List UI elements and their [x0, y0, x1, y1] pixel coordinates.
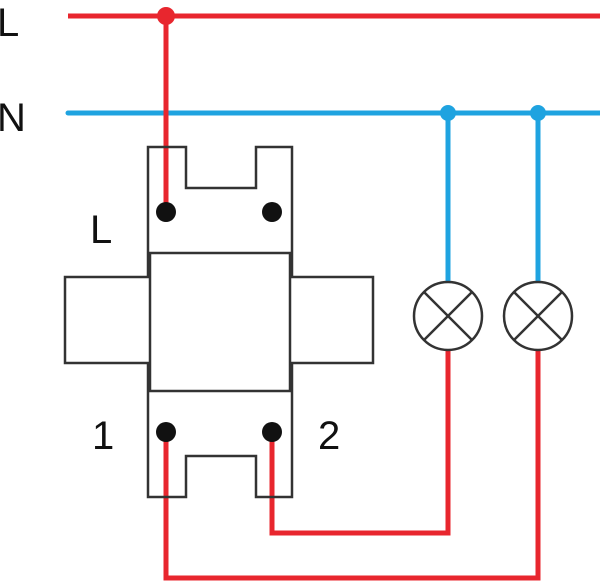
- terminal-l: [156, 202, 176, 222]
- terminal-unused: [262, 202, 282, 222]
- live-junction-dot: [157, 7, 175, 25]
- neutral-junction-dot-1: [440, 105, 456, 121]
- switch-rocker: [148, 251, 292, 393]
- switched-wire-2-to-lamp-1: [269, 350, 451, 536]
- switch-output-2-label: 2: [318, 414, 340, 458]
- neutral-wiring: [65, 110, 600, 286]
- terminal-2: [262, 422, 282, 442]
- switch-output-1-label: 1: [92, 414, 114, 458]
- terminal-1: [156, 422, 176, 442]
- live-wiring: [68, 13, 600, 581]
- lamp-2-icon: [502, 280, 574, 352]
- neutral-line-label: N: [0, 96, 26, 140]
- switched-wire-1-to-lamp-2: [163, 350, 541, 581]
- switch-input-label: L: [90, 208, 112, 252]
- lamp-1-icon: [412, 280, 484, 352]
- neutral-junction-dot-2: [530, 105, 546, 121]
- switch-body-outline: [63, 145, 375, 499]
- live-line-label: L: [0, 1, 19, 45]
